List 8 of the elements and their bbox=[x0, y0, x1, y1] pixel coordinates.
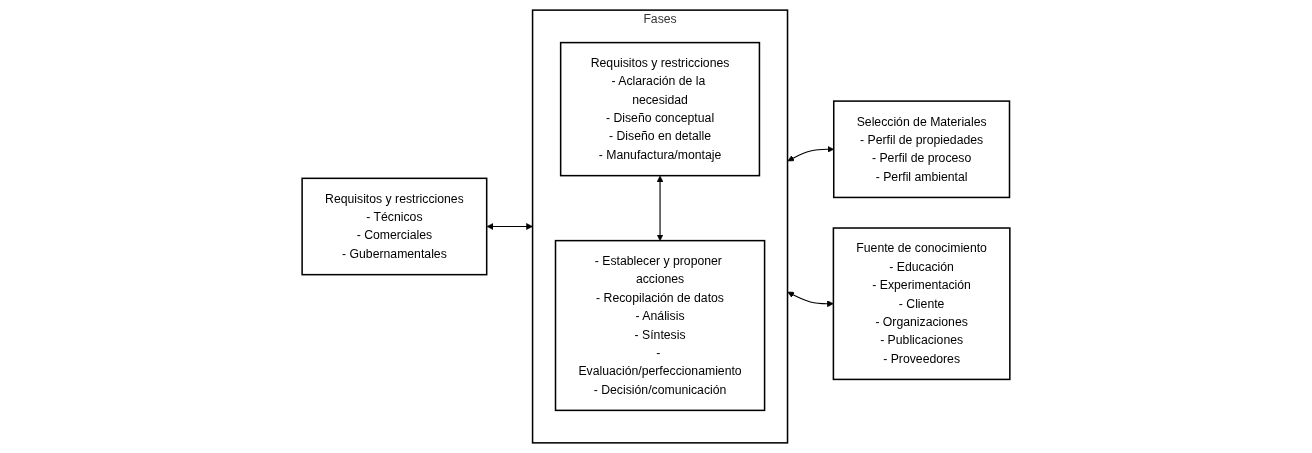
node-box: - Establecer y proponer acciones - Recopilación de datos - Análisis - Síntesis - Evaluación/perfeccionamiento - Decisión/comunicación bbox=[554, 239, 766, 412]
node-box: Fuente de conocimiento - Educación - Experimentación - Cliente - Organizaciones - Publicaciones - Proveedores bbox=[832, 227, 1011, 381]
node-box: Requisitos y restricciones - Aclaración de la necesidad - Diseño conceptual - Diseño en detalle - Manufactura/montaje bbox=[559, 41, 761, 177]
arrow bbox=[656, 175, 664, 241]
arrow bbox=[486, 223, 533, 230]
node-box: Selección de Materiales - Perfil de propiedades - Perfil de proceso - Perfil ambiental bbox=[833, 100, 1011, 199]
node-box: Requisitos y restricciones - Técnicos - Comerciales - Gubernamentales bbox=[301, 177, 488, 276]
arrow bbox=[787, 291, 834, 308]
